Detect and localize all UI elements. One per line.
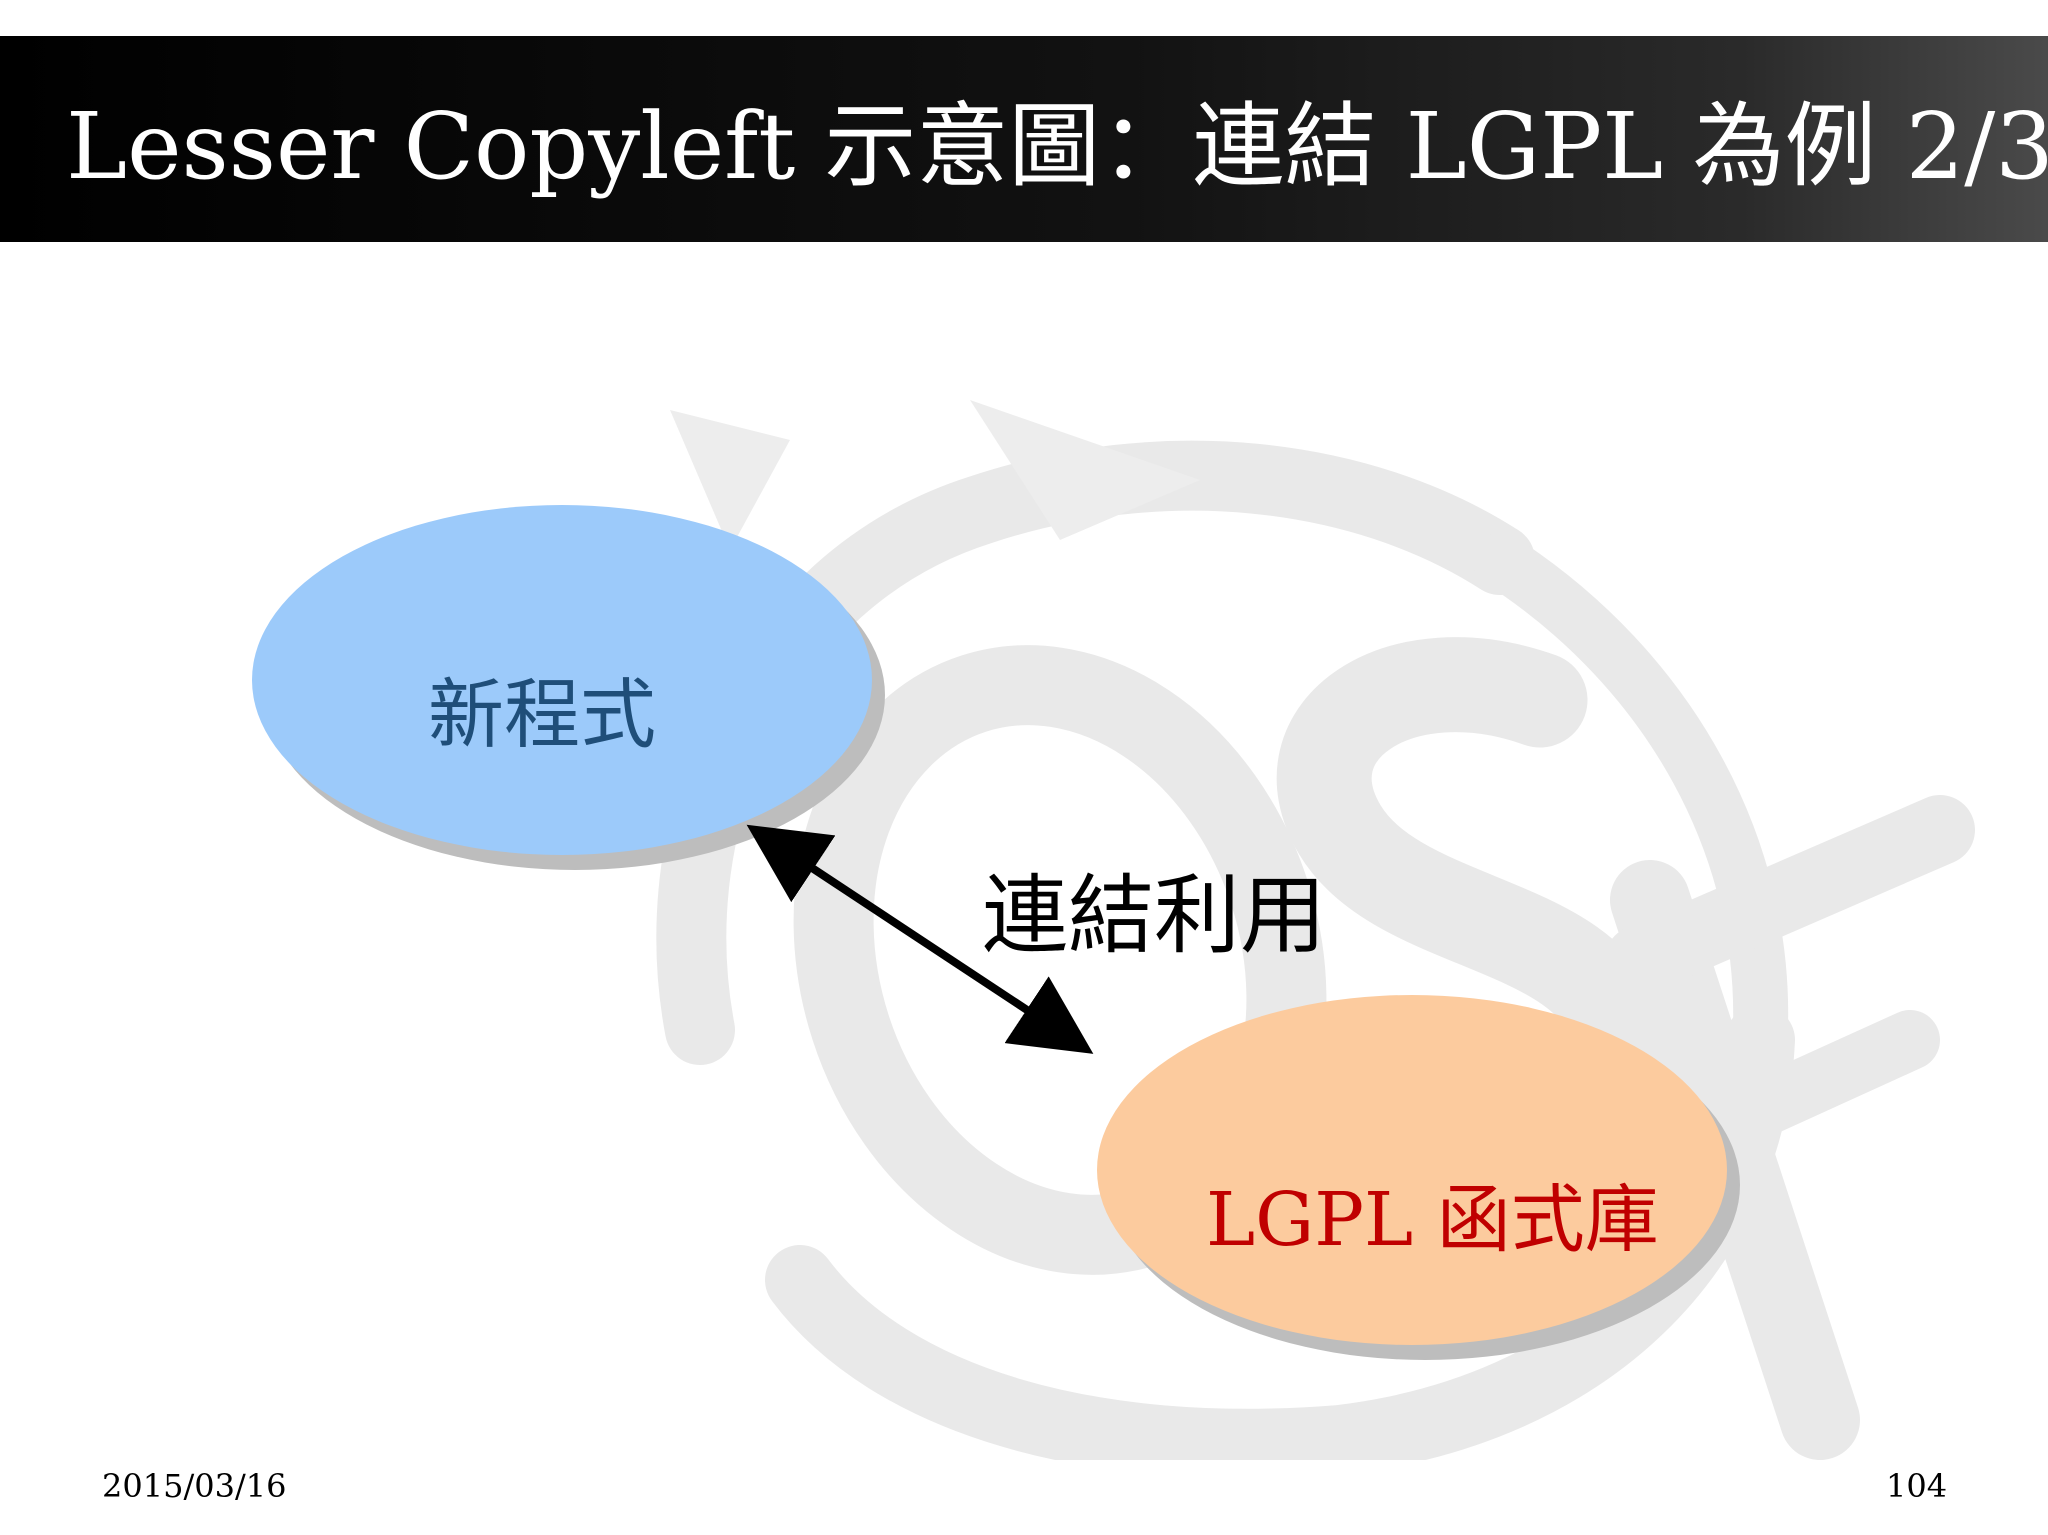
- node-new-program-shape: [252, 505, 872, 855]
- title-bar: [0, 36, 2048, 242]
- slide-title: Lesser Copyleft 示意圖：連結 LGPL 為例 2/3: [66, 93, 2048, 200]
- node-lgpl-library-label: LGPL 函式庫: [1206, 1177, 1659, 1263]
- node-lgpl-library: [1097, 995, 1740, 1360]
- edge-arrow-bidirectional: [746, 824, 1094, 1054]
- slide-page-number: 104: [1886, 1467, 1948, 1505]
- edge-label: 連結利用: [982, 866, 1326, 966]
- node-lgpl-library-shape: [1097, 995, 1727, 1345]
- node-new-program: [252, 505, 885, 870]
- slide-date: 2015/03/16: [102, 1467, 287, 1505]
- node-new-program-label: 新程式: [428, 670, 656, 759]
